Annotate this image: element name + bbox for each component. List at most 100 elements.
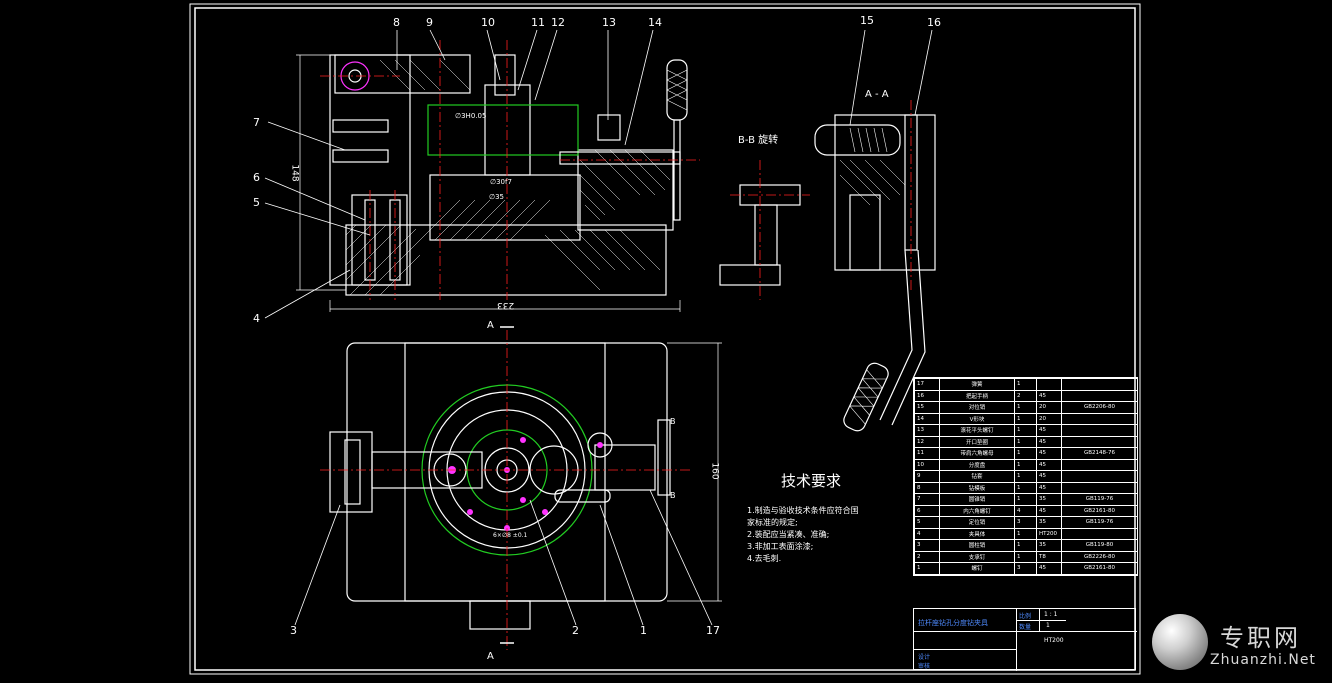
balloon-5: 5: [253, 196, 260, 209]
balloon-8: 8: [393, 16, 400, 29]
bom-cell-qty: 1: [1014, 435, 1037, 448]
watermark-logo: [1152, 614, 1208, 670]
tech-item: 家标准的规定;: [747, 518, 798, 527]
bom-cell-qty: 1: [1014, 378, 1037, 391]
right-block: [577, 149, 674, 231]
bom-cell-qty: 1: [1014, 447, 1037, 460]
tech-item: 1.制造与验收技术条件应符合国: [747, 506, 859, 515]
bom-cell-qty: 1: [1014, 527, 1037, 540]
bom-cell-mat: 20: [1036, 412, 1062, 425]
checker-label: 审核: [918, 663, 931, 670]
bom-cell-no: 17: [914, 378, 940, 391]
bom-cell-std: [1061, 481, 1138, 494]
tech-item: 3.非加工表面涂漆;: [747, 542, 814, 551]
section-bb-label: B-B 旋转: [738, 135, 779, 146]
dim-plan-height: 160: [709, 462, 720, 480]
bom-cell-no: 16: [914, 389, 940, 402]
bom-cell-std: GB2226-80: [1061, 550, 1138, 563]
bom-cell-mat: 45: [1036, 447, 1062, 460]
dim-plan-height: [667, 342, 722, 602]
bom-cell-name: 弹簧: [939, 378, 1015, 391]
title-block: 拉杆座钻孔分度钻夹具 比例 1 : 1 数量 1 HT200 设计 审核: [913, 608, 1137, 671]
bom-cell-std: GB2148-76: [1061, 447, 1138, 460]
drill-plate: [334, 54, 471, 94]
bom-cell-qty: 3: [1014, 562, 1037, 575]
bom-cell-std: GB2161-80: [1061, 504, 1138, 517]
bom-cell-mat: 45: [1036, 458, 1062, 471]
balloon-1: 1: [640, 624, 647, 637]
bom-cell-name: 把起手柄: [939, 389, 1015, 402]
bom-cell-name: 开口垫圈: [939, 435, 1015, 448]
front-view: [296, 40, 700, 312]
section-aa-label: A - A: [865, 89, 889, 100]
balloon-4: 4: [253, 312, 260, 325]
bom-cell-no: 15: [914, 401, 940, 414]
bom-cell-name: 圆柱销: [939, 539, 1015, 552]
bom-cell-no: 7: [914, 493, 940, 506]
plan-view: [320, 326, 722, 650]
bom-cell-no: 4: [914, 527, 940, 540]
index-handle: [666, 59, 688, 121]
bom-cell-qty: 1: [1014, 424, 1037, 437]
bom-cell-qty: 1: [1014, 481, 1037, 494]
bom-cell-no: 8: [914, 481, 940, 494]
bom-cell-mat: 35: [1036, 493, 1062, 506]
section-aa-line: [500, 326, 514, 644]
balloon-7: 7: [253, 116, 260, 129]
bom-cell-std: [1061, 458, 1138, 471]
tech-item: 4.去毛刺.: [747, 554, 782, 563]
balloon-15: 15: [860, 14, 874, 27]
bom-cell-mat: 45: [1036, 435, 1062, 448]
bom-cell-std: GB119-76: [1061, 493, 1138, 506]
bom-cell-std: GB119-80: [1061, 539, 1138, 552]
balloon-14: 14: [648, 16, 662, 29]
section-b-bottom: B: [670, 491, 676, 500]
dim-center-dia: ∅30f7: [490, 178, 512, 186]
balloon-12: 12: [551, 16, 565, 29]
bom-cell-qty: 1: [1014, 539, 1037, 552]
tech-item: 2.装配应当紧凑、准确;: [747, 530, 830, 539]
bom-cell-name: 内六角螺钉: [939, 504, 1015, 517]
bom-cell-std: [1061, 470, 1138, 483]
tech-items: 1.制造与验收技术条件应符合国家标准的规定; 2.装配应当紧凑、准确; 3.非加工表…: [747, 505, 859, 565]
bom-cell-std: [1061, 412, 1138, 425]
bom-cell-name: 支承钉: [939, 550, 1015, 563]
balloon-16: 16: [927, 16, 941, 29]
bom-cell-mat: 45: [1036, 562, 1062, 575]
bom-cell-name: 带肩六角螺母: [939, 447, 1015, 460]
dim-width-line: [329, 300, 681, 312]
bom-cell-no: 9: [914, 470, 940, 483]
aa-section: [814, 100, 936, 432]
balloon-11: 11: [531, 16, 545, 29]
base-hatch: [345, 199, 661, 296]
section-a-top: A: [487, 320, 494, 331]
bom-cell-mat: T8: [1036, 550, 1062, 563]
bom-cell-qty: 1: [1014, 458, 1037, 471]
watermark-en: Zhuanzhi.Net: [1210, 652, 1316, 668]
bom-cell-std: GB2206-80: [1061, 401, 1138, 414]
qty-label: 数量: [1019, 624, 1032, 631]
left-column-inner: [351, 194, 408, 286]
bom-cell-name: 定位销: [939, 516, 1015, 529]
bom-cell-mat: HT200: [1036, 527, 1062, 540]
leader-lines: [264, 29, 933, 626]
bom-cell-mat: 45: [1036, 389, 1062, 402]
scale-label: 比例: [1019, 613, 1032, 620]
bom-cell-name: 夹具体: [939, 527, 1015, 540]
bom-cell-no: 14: [914, 412, 940, 425]
bom-cell-qty: 2: [1014, 389, 1037, 402]
dim-height: 148: [289, 164, 300, 182]
inner-frame: [194, 7, 1136, 671]
